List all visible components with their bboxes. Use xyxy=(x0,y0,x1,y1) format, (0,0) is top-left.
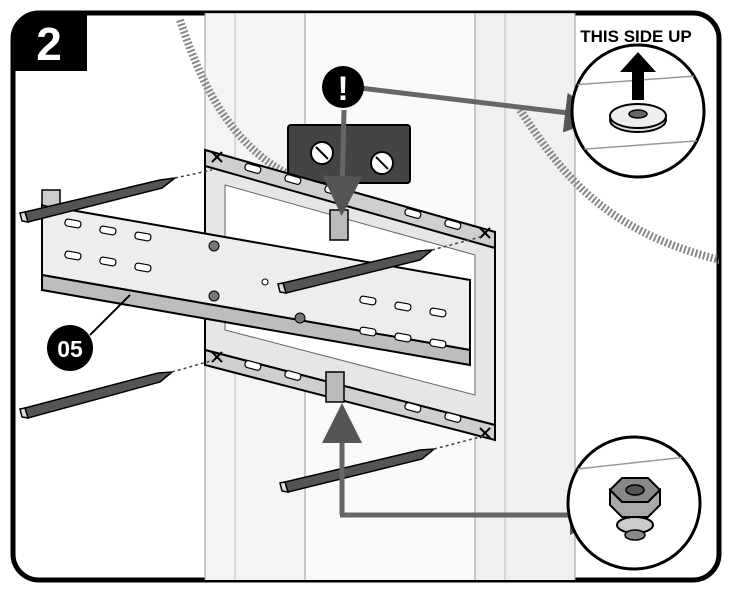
bracket-part-05 xyxy=(41,189,471,367)
part-label-leader xyxy=(89,294,131,336)
bubble-level-icon xyxy=(287,124,411,184)
leader-arrows xyxy=(322,85,610,535)
warning-icon: ! xyxy=(322,66,364,108)
hex-nut-icon xyxy=(608,477,662,541)
washer-detail xyxy=(570,43,706,179)
step-number: 2 xyxy=(36,18,62,70)
part-label-badge: 05 xyxy=(47,325,93,371)
up-arrow-icon xyxy=(620,52,656,100)
washer-icon xyxy=(609,103,667,133)
orientation-text: THIS SIDE UP xyxy=(580,27,691,46)
pencil-icon xyxy=(19,169,485,493)
step-badge: 2 xyxy=(13,13,87,71)
part-label: 05 xyxy=(57,336,83,362)
cable xyxy=(176,18,719,264)
warning-symbol: ! xyxy=(337,70,348,108)
nut-detail xyxy=(566,435,702,571)
